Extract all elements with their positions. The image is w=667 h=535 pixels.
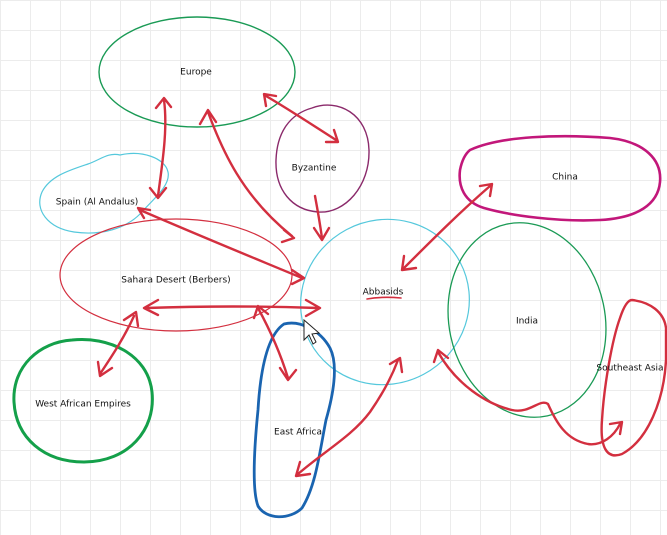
arrow-sahara-west-africa	[96, 310, 140, 378]
arrow-china-abbasids	[400, 182, 494, 272]
region-west-africa[interactable]	[12, 337, 154, 464]
region-labels: Europe Byzantine Spain (Al Andalus) Saha…	[35, 68, 663, 438]
region-spain[interactable]	[39, 152, 169, 234]
label-europe: Europe	[180, 68, 212, 78]
label-abbasids: Abbasids	[363, 288, 404, 298]
connection-arrows	[96, 92, 624, 478]
label-spain: Spain (Al Andalus)	[56, 198, 139, 208]
region-china[interactable]	[458, 134, 662, 222]
arrow-spain-abbasids	[136, 206, 306, 286]
arrow-europe-spain	[148, 96, 173, 200]
label-east-africa: East Africa	[274, 428, 322, 438]
region-shapes	[12, 16, 667, 519]
region-india[interactable]	[430, 208, 623, 432]
label-sahara: Sahara Desert (Berbers)	[121, 276, 230, 286]
region-southeast-asia[interactable]	[600, 298, 667, 457]
arrow-byzantine-abbasids	[312, 194, 331, 242]
mouse-pointer-icon	[303, 318, 321, 345]
region-abbasids[interactable]	[271, 190, 498, 415]
region-europe[interactable]	[98, 16, 296, 128]
arrow-sahara-east-africa	[252, 304, 298, 382]
arrow-europe-byzantine	[262, 92, 340, 144]
arrow-abbasids-southeast-asia	[432, 348, 624, 446]
label-byzantine: Byzantine	[292, 164, 337, 174]
arrow-east-africa-abbasids	[294, 356, 404, 478]
label-india: India	[516, 317, 538, 327]
label-west-africa: West African Empires	[35, 400, 131, 410]
region-byzantine[interactable]	[275, 104, 370, 213]
abbasids-underline	[366, 296, 402, 300]
arrow-sahara-abbasids	[142, 298, 322, 318]
label-china: China	[552, 173, 578, 183]
arrow-europe-abbasids	[198, 108, 296, 244]
region-east-africa[interactable]	[252, 321, 336, 519]
label-southeast-asia: Southeast Asia	[596, 364, 663, 374]
